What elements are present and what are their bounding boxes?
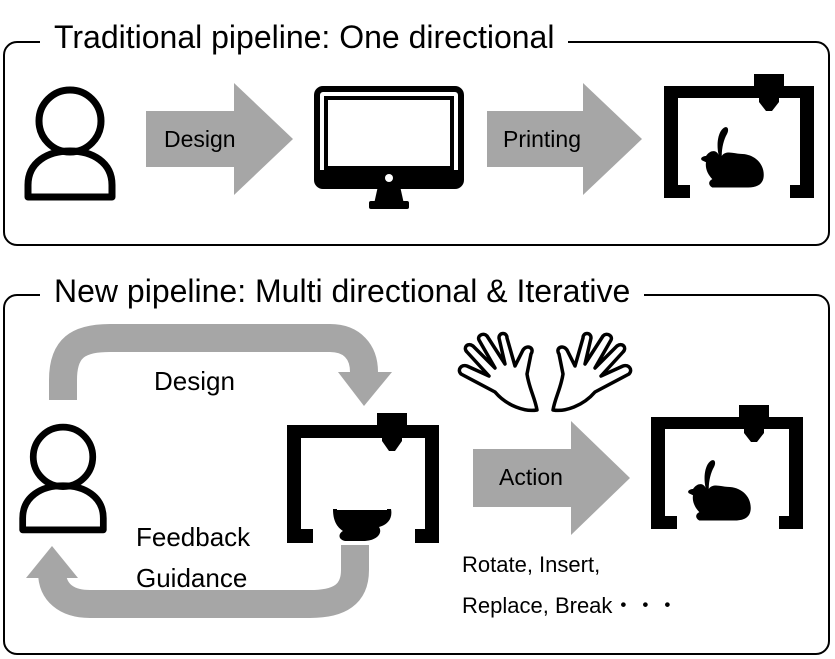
new-pipeline-title: New pipeline: Multi directional & Iterat… bbox=[40, 272, 645, 310]
bunny-icon bbox=[701, 127, 764, 188]
action-label: Action bbox=[499, 464, 563, 490]
printer-partial-icon bbox=[287, 413, 439, 543]
printer-icon bbox=[664, 74, 814, 198]
monitor-icon bbox=[314, 86, 464, 209]
feedback-label: Feedback bbox=[136, 522, 251, 552]
bunny-icon-bottom bbox=[688, 460, 751, 521]
loop-design-label: Design bbox=[154, 366, 235, 396]
guidance-label: Guidance bbox=[136, 563, 248, 593]
actions-list-line2: Replace, Break・・・ bbox=[462, 593, 679, 618]
actions-list-line1: Rotate, Insert, bbox=[462, 552, 601, 577]
printing-arrow bbox=[487, 83, 642, 195]
printer-bunny-icon bbox=[651, 405, 803, 529]
user-icon-bottom bbox=[19, 423, 107, 534]
partial-print-icon bbox=[333, 508, 392, 541]
action-arrow bbox=[473, 421, 630, 535]
user-icon bbox=[24, 86, 116, 201]
design-arrow bbox=[146, 83, 293, 195]
design-loop-arrow bbox=[26, 324, 392, 618]
hands-icon bbox=[457, 331, 633, 413]
design-label: Design bbox=[164, 126, 236, 152]
traditional-pipeline-title: Traditional pipeline: One directional bbox=[40, 18, 569, 56]
printing-label: Printing bbox=[503, 126, 581, 152]
